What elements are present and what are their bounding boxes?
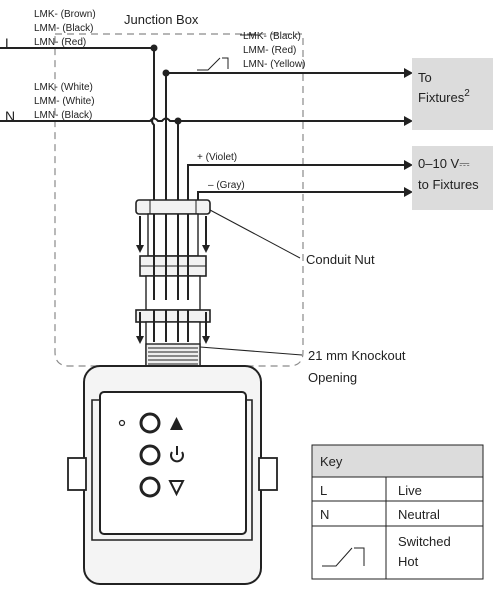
line-label-l: L — [5, 35, 13, 51]
line-label-n: N — [5, 108, 15, 124]
switched-wire-lmm: LMM- (Red) — [243, 45, 296, 56]
device-faceplate — [99, 391, 247, 535]
key-meaning-neutral: Neutral — [398, 507, 440, 522]
to-fixtures-line2: Fixtures2 — [418, 88, 470, 105]
down-arrow-icon — [168, 480, 185, 497]
key-meaning-switched-word2: Hot — [398, 554, 419, 569]
dimmer-device — [67, 365, 278, 585]
conduit-wire-arrows — [136, 214, 210, 344]
dim-plus-arrow — [404, 160, 413, 170]
key-title: Key — [320, 454, 343, 469]
conduit-nut-label: Conduit Nut — [306, 252, 375, 267]
switch-symbol — [197, 57, 221, 71]
key-switch-symbol — [322, 547, 365, 567]
junction-box-title: Junction Box — [124, 12, 199, 27]
switched-wire-lmn: LMN- (Yellow) — [243, 59, 305, 70]
dim-plus-label: + (Violet) — [197, 152, 237, 163]
dim-fixtures-box — [412, 146, 493, 210]
knockout-label-line1: 21 mm Knockout — [308, 348, 406, 363]
key-table — [311, 444, 484, 580]
neutral-arrow — [404, 116, 413, 126]
live-wire-lmn: LMN- (Red) — [34, 37, 86, 48]
key-meaning-switched-word1: Switched — [398, 534, 451, 549]
to-fixtures-line1: To — [418, 70, 432, 85]
switched-wire-lmk: LMK- (Black) — [243, 31, 301, 42]
knockout-thread — [145, 343, 201, 369]
up-button[interactable] — [139, 412, 183, 434]
conduit-nut-leader — [209, 209, 301, 259]
neutral-wire-lmk: LMK- (White) — [34, 82, 93, 93]
power-icon — [170, 446, 184, 463]
up-arrow-icon — [170, 417, 183, 430]
key-meaning-live: Live — [398, 483, 422, 498]
switch-symbol-contact — [222, 57, 229, 69]
key-symbol-l: L — [320, 483, 327, 498]
dim-fixtures-line1: 0–10 V⎓ — [418, 156, 470, 171]
neutral-wire-lmm: LMM- (White) — [34, 96, 95, 107]
conduit-nut — [135, 199, 211, 215]
key-symbol-n: N — [320, 507, 329, 522]
down-button[interactable] — [139, 476, 185, 498]
dim-plus-wire — [187, 164, 404, 200]
to-fixtures-arrow — [404, 68, 413, 78]
dim-fixtures-line2: to Fixtures — [418, 177, 479, 192]
dim-minus-wire — [197, 191, 404, 200]
neutral-line — [0, 117, 404, 122]
knockout-leader — [199, 346, 303, 356]
knockout-label-line2: Opening — [308, 370, 357, 385]
live-wire-lmk: LMK- (Brown) — [34, 9, 96, 20]
dim-minus-arrow — [404, 187, 413, 197]
live-wire-lmm: LMM- (Black) — [34, 23, 93, 34]
live-wire-down — [151, 48, 155, 200]
status-led — [118, 419, 126, 427]
junction-box-outline — [54, 33, 304, 367]
dim-minus-label: – (Gray) — [208, 180, 245, 191]
neutral-wire-lmn: LMN- (Black) — [34, 110, 92, 121]
power-button[interactable] — [139, 444, 184, 466]
to-fixtures-box — [412, 58, 493, 130]
